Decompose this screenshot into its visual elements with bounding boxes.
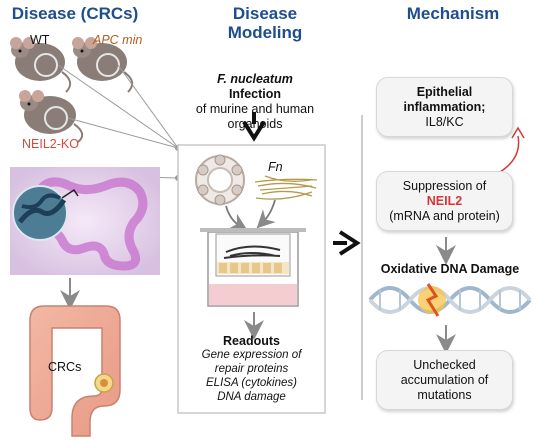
mechanism-box-inflammation: Epithelial inflammation; IL8/KC [376,77,513,137]
infection-bold-rest: Infection [228,87,282,101]
readouts-item: repair proteins [214,363,289,375]
mechanism-box-neil2: Suppression of NEIL2 (mRNA and protein) [376,171,513,231]
neil2-line1: Suppression of [402,178,487,193]
arrow-organoid-to-well [225,205,248,231]
infection-bold: F. nucleatum [217,72,293,86]
column-header-mechanism: Mechanism [406,4,500,23]
mutations-line2: accumulation of [400,372,489,387]
mouse-neil2-ko-icon [19,90,84,143]
infection-line3: organoids [227,117,283,131]
organoid-icon [195,154,245,206]
mouse-wt-icon [10,37,72,93]
connector-lines [57,64,181,181]
mechanism-box-mutations: Unchecked accumulation of mutations [376,350,513,410]
mouse-apc-label: APC min [93,33,143,47]
mutations-line1: Unchecked [413,357,476,372]
column-header-modeling-line2: Modeling [227,23,303,42]
inflammation-line1: Epithelial [416,84,473,99]
neil2-line2: NEIL2 [426,193,463,208]
colon-label: CRCs [48,360,82,374]
red-feedback-arrow [499,135,520,173]
inflammation-line3: IL8/KC [425,114,464,129]
column-header-disease: Disease (CRCs) [11,4,139,23]
oxidative-damage-label: Oxidative DNA Damage [380,262,520,276]
colon-scan-image [10,167,160,275]
column-header-modeling-line1: Disease [232,4,298,23]
colon-icon [29,305,121,437]
fn-label: Fn [268,160,283,174]
transwell-icon [200,228,306,307]
readouts-item: DNA damage [217,391,286,403]
readouts-title: Readouts [223,334,280,348]
fn-bacteria-icon [254,175,318,200]
arrow-fn-to-well [256,199,276,229]
mouse-neil2-label: NEIL2-KO [22,137,79,151]
readouts-block: Readouts Gene expression of repair prote… [180,334,323,404]
column-header-modeling: Disease Modeling [200,4,330,42]
inflammation-line2: inflammation; [403,99,486,114]
infection-line2: of murine and human [195,102,315,116]
infection-line1: F. nucleatum Infection [190,72,320,102]
infection-text: F. nucleatum Infection of murine and hum… [190,72,320,132]
arrow-infection-down [242,112,266,142]
mutations-line3: mutations [417,387,472,402]
arrow-to-mechanism [333,230,361,256]
mouse-apc-icon [72,37,134,93]
dna-helix-icon [368,283,532,317]
readouts-item: Gene expression of [201,349,302,361]
readouts-item: ELISA (cytokines) [206,377,297,389]
mouse-wt-label: WT [30,33,50,47]
neil2-line3: (mRNA and protein) [389,208,500,223]
